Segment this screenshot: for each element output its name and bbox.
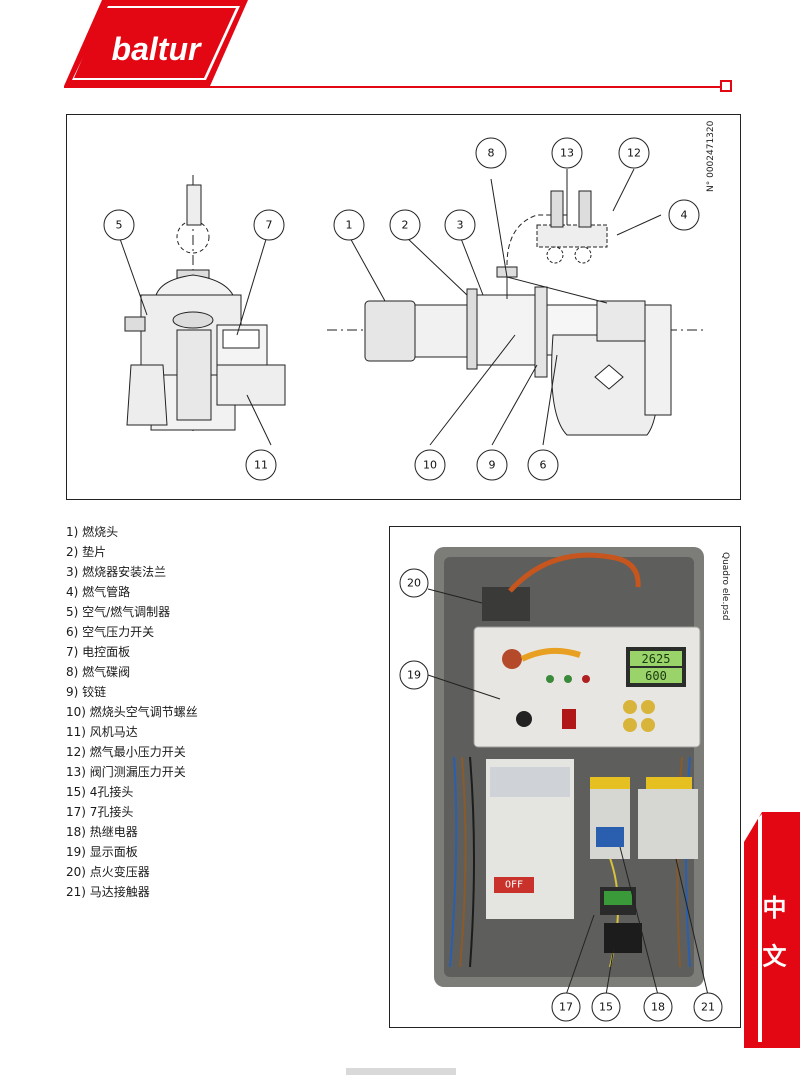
legend-item: 20) 点火变压器 — [66, 865, 150, 879]
photo-caption: Quadro ele.psd — [720, 552, 730, 621]
legend-item: 10) 燃烧头空气调节螺丝 — [66, 705, 198, 719]
callout-3: 3 — [457, 219, 464, 232]
legend-item: 9) 铰链 — [66, 685, 107, 699]
callout-6: 6 — [540, 459, 547, 472]
callout-11: 11 — [254, 459, 268, 472]
callout-21: 21 — [701, 1001, 715, 1014]
page-footer-bar — [346, 1068, 456, 1075]
legend-item: 2) 垫片 — [66, 545, 107, 559]
header-rule — [64, 86, 722, 88]
display-bottom-value: 600 — [645, 669, 667, 683]
callout-1: 1 — [346, 219, 353, 232]
legend-item: 18) 热继电器 — [66, 825, 138, 839]
controller-off-display: OFF — [505, 880, 523, 891]
display-top-value: 2625 — [642, 652, 671, 666]
callout-18: 18 — [651, 1001, 665, 1014]
callout-19: 19 — [407, 669, 421, 682]
legend-item: 17) 7孔接头 — [66, 805, 134, 819]
burner-drawing: 5 7 1 2 3 8 13 12 4 11 10 9 6 — [103, 137, 707, 481]
language-label: 中 文 — [758, 895, 786, 976]
legend-item: 6) 空气压力开关 — [66, 625, 155, 639]
burner-diagram: 5 7 1 2 3 8 13 12 4 11 10 9 6 — [66, 114, 741, 500]
legend-item: 3) 燃烧器安装法兰 — [66, 565, 167, 579]
legend-item: 19) 显示面板 — [66, 845, 138, 859]
brand-text: baltur — [112, 31, 202, 67]
legend-item: 7) 电控面板 — [66, 645, 131, 659]
legend-item: 12) 燃气最小压力开关 — [66, 745, 186, 759]
callout-17: 17 — [559, 1001, 573, 1014]
callout-7: 7 — [266, 219, 273, 232]
callout-2: 2 — [402, 219, 409, 232]
legend-item: 1) 燃烧头 — [66, 525, 119, 539]
callout-15: 15 — [599, 1001, 613, 1014]
document-number: N° 0002471320 — [706, 120, 716, 192]
legend-item: 8) 燃气碟阀 — [66, 665, 131, 679]
legend-item: 15) 4孔接头 — [66, 785, 134, 799]
legend-item: 13) 阀门测漏压力开关 — [66, 765, 186, 779]
control-panel-photo: 2625 600 OFF — [389, 526, 741, 1028]
control-panel-illustration: 2625 600 OFF — [390, 527, 740, 1027]
legend-item: 5) 空气/燃气调制器 — [66, 605, 171, 619]
component-legend: 1) 燃烧头 2) 垫片 3) 燃烧器安装法兰 4) 燃气管路 5) 空气/燃气… — [66, 522, 366, 902]
legend-item: 21) 马达接触器 — [66, 885, 150, 899]
callout-9: 9 — [489, 459, 496, 472]
callout-10: 10 — [423, 459, 437, 472]
legend-item: 11) 风机马达 — [66, 725, 138, 739]
header-square — [720, 80, 732, 92]
baltur-logo: baltur — [64, 0, 248, 86]
legend-item: 4) 燃气管路 — [66, 585, 131, 599]
callout-13: 13 — [560, 147, 574, 160]
callout-5: 5 — [116, 219, 123, 232]
language-tab — [744, 812, 800, 1048]
callout-4: 4 — [681, 209, 688, 222]
callout-20: 20 — [407, 577, 421, 590]
callout-8: 8 — [488, 147, 495, 160]
callout-12: 12 — [627, 147, 641, 160]
